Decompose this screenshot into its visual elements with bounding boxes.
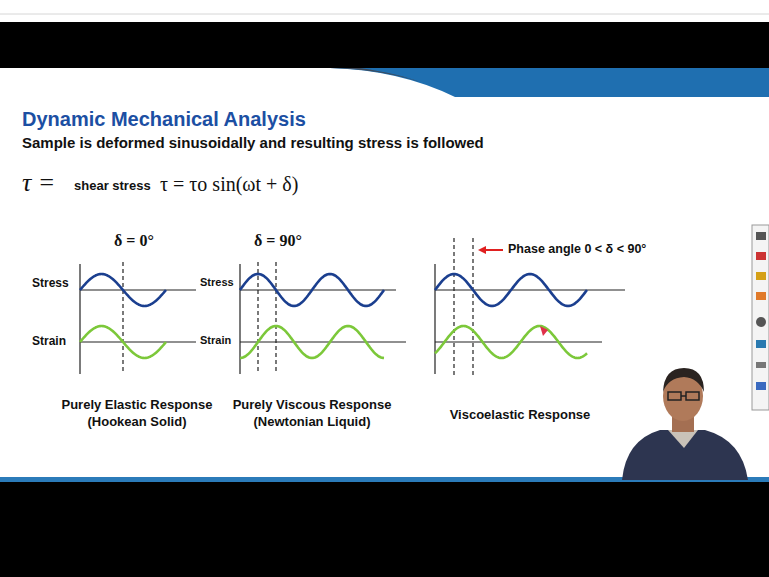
black-band [0, 484, 769, 577]
formula: τ = τo sin(ωt + δ) [160, 173, 298, 196]
response-caption: Purely Viscous Response (Newtonian Liqui… [222, 397, 402, 431]
cursor-mark [540, 326, 548, 336]
formula-symbol: τ = [22, 168, 55, 198]
slide-title: Dynamic Mechanical Analysis [22, 108, 306, 131]
banner-curve [330, 68, 420, 82]
red-arrow-head [478, 246, 486, 254]
axis-label: Strain [32, 334, 66, 348]
stress-wave [435, 274, 587, 306]
stress-wave [80, 274, 166, 306]
black-band [0, 22, 769, 68]
top-strip-line [0, 14, 769, 15]
subtitle: Sample is deformed sinusoidally and resu… [22, 134, 484, 151]
phase-value: δ = 90° [254, 232, 302, 250]
response-caption: Viscoelastic Response [430, 407, 610, 424]
phase-value: δ = 0° [114, 232, 154, 250]
phase-note: Phase angle 0 < δ < 90° [508, 242, 646, 256]
axis-label: Stress [200, 276, 234, 288]
strain-wave [435, 326, 587, 358]
presenter-figure [622, 368, 748, 480]
response-caption: Purely Elastic Response (Hookean Solid) [57, 397, 217, 431]
toolbar [752, 225, 769, 410]
stress-wave [240, 274, 384, 306]
axes [80, 264, 625, 374]
slide-ground [0, 68, 769, 482]
axis-label: Strain [200, 334, 231, 346]
strain-wave [240, 326, 384, 358]
banner-blue [330, 68, 769, 97]
axis-label: Stress [32, 276, 69, 290]
symbol-meaning: shear stress [74, 178, 151, 193]
strain-wave [80, 326, 166, 358]
top-strip [0, 0, 769, 22]
phase-marker [123, 238, 473, 378]
